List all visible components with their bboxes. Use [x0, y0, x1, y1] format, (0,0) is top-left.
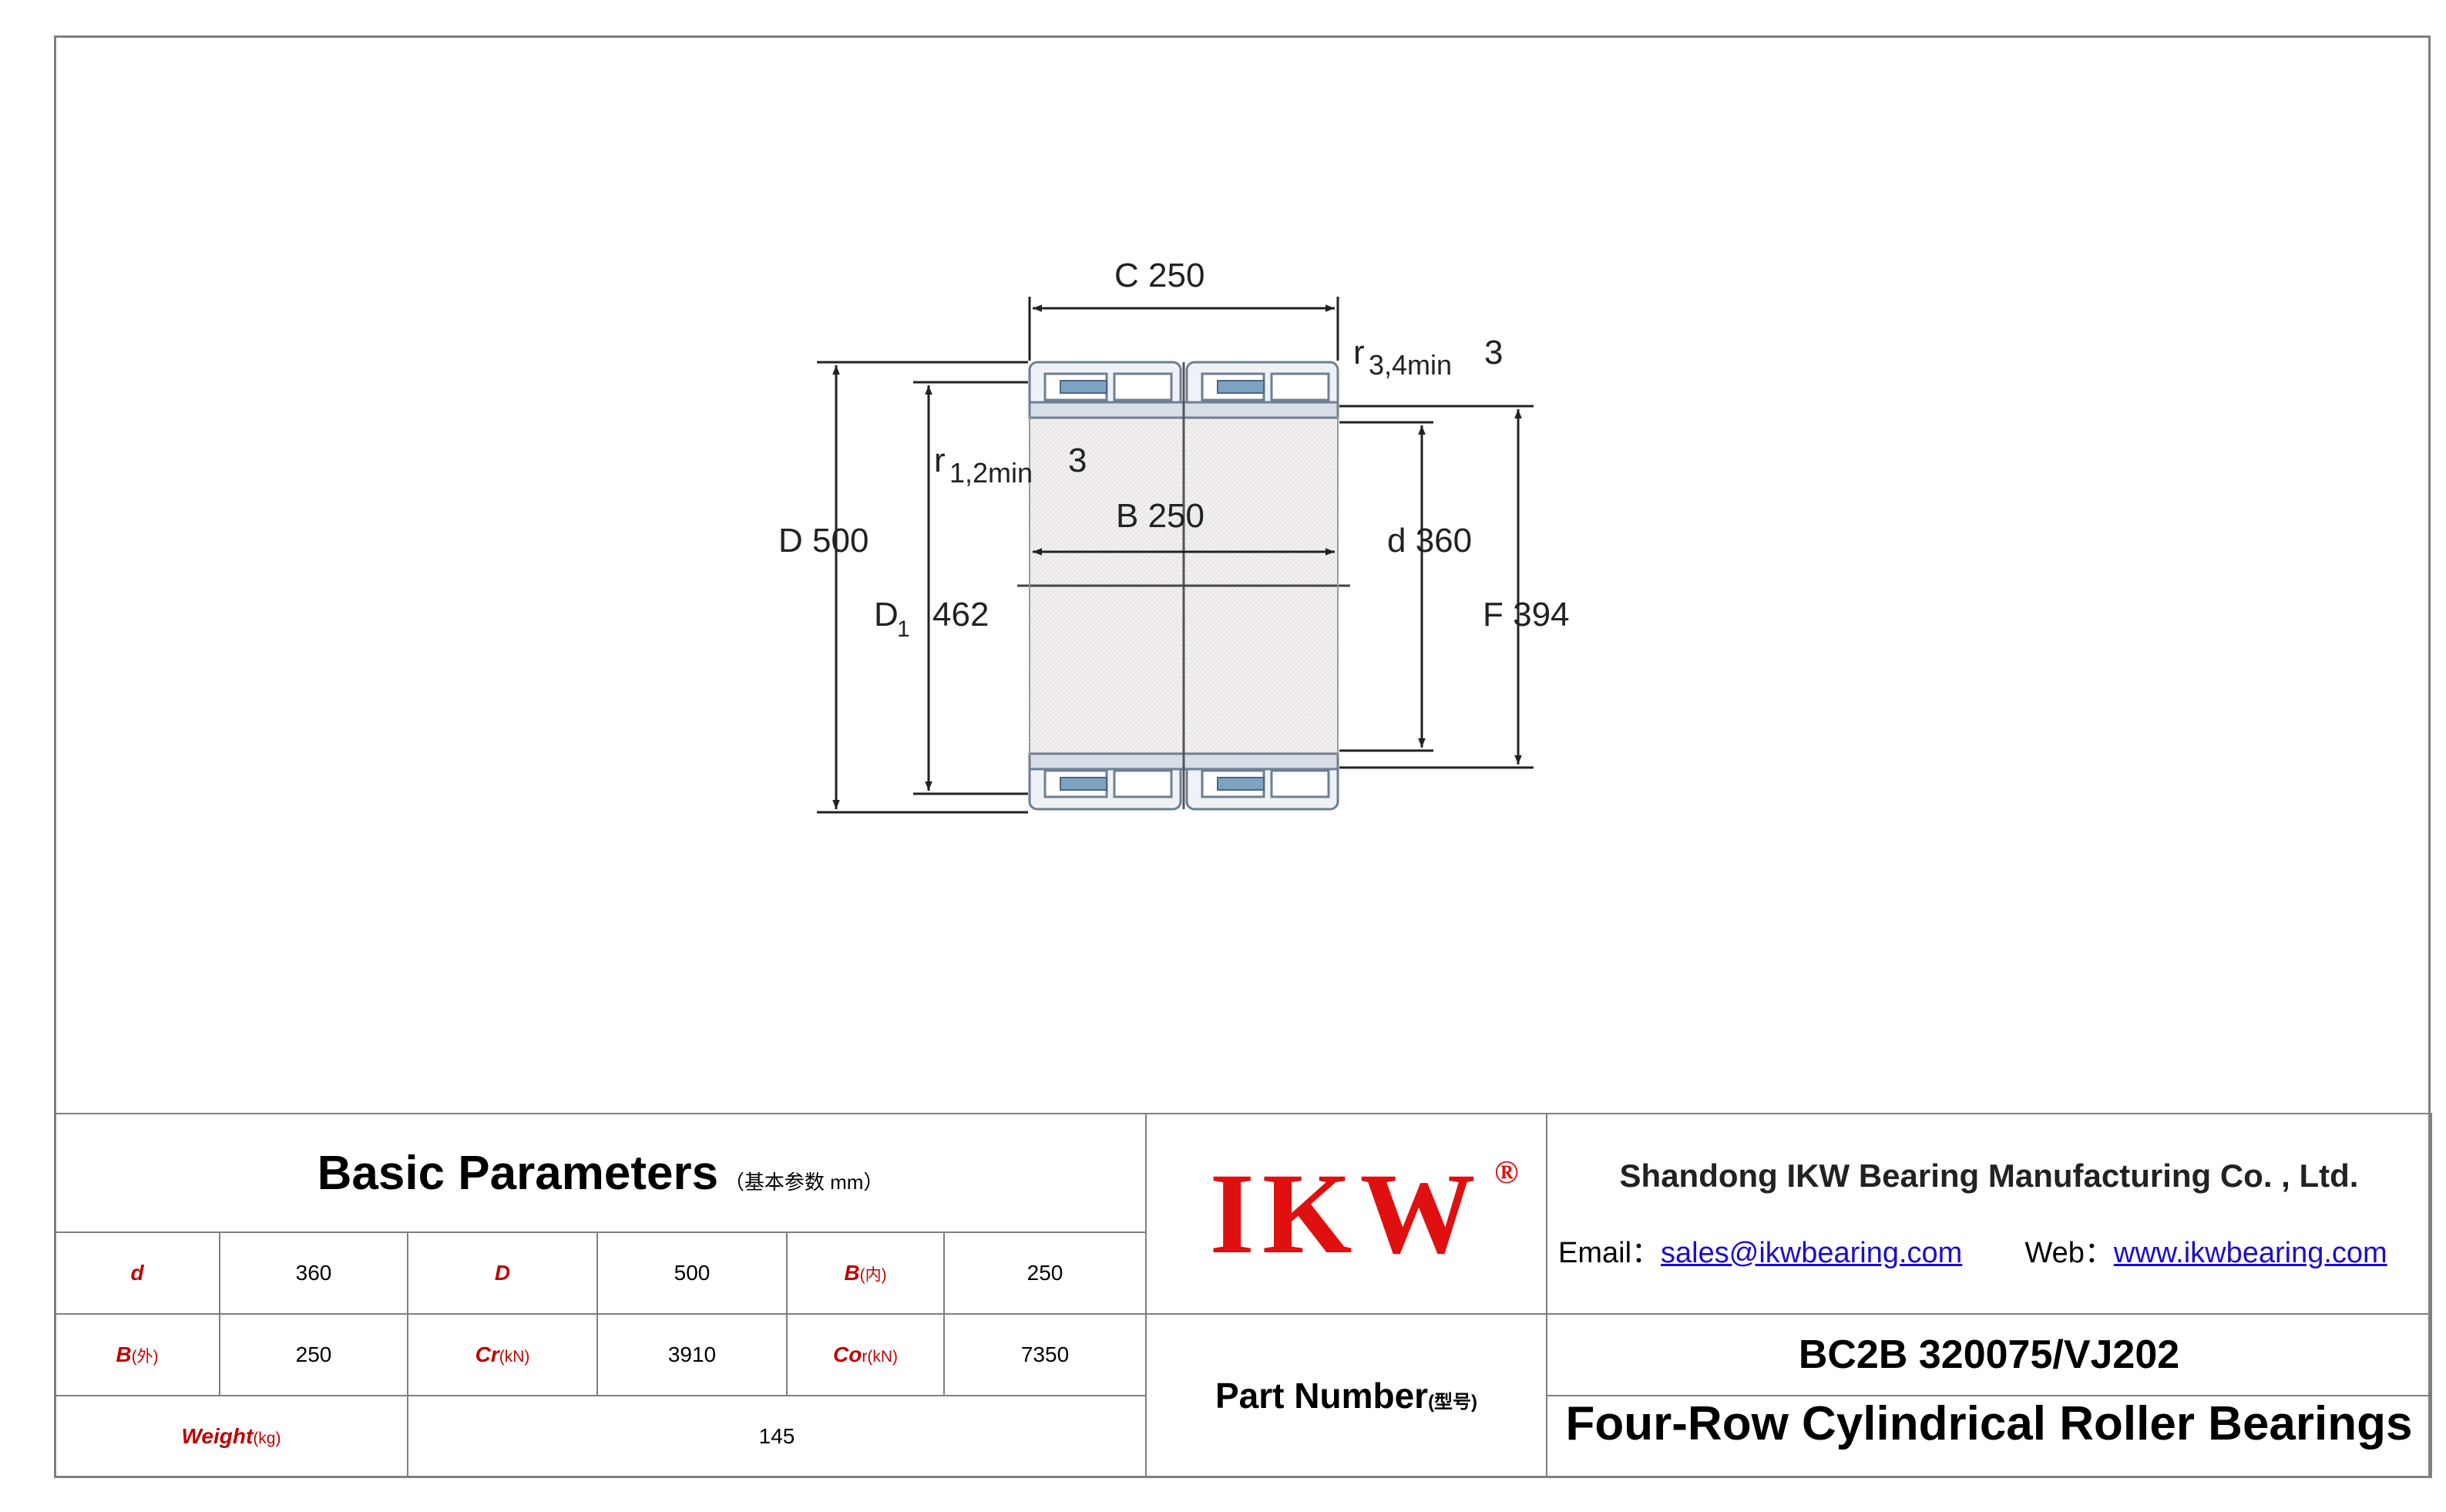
svg-text:3: 3	[1484, 334, 1503, 371]
param-d-value: 360	[219, 1231, 408, 1315]
basic-parameters-header: Basic Parameters （基本参数 mm）	[53, 1113, 1147, 1233]
basic-parameters-title: Basic Parameters	[317, 1146, 719, 1200]
web-label: Web：	[2024, 1236, 2114, 1269]
dim-d-label: d 360	[1387, 522, 1472, 559]
svg-text:r: r	[1353, 334, 1365, 371]
param-Cr-label: Cr(kN)	[475, 1342, 530, 1366]
param-B-inner-value: 250	[942, 1231, 1147, 1315]
dim-r34-label: r 3,4min 3	[1353, 334, 1503, 381]
svg-text:r: r	[934, 442, 946, 479]
web-link[interactable]: www.ikwbearing.com	[2113, 1236, 2387, 1269]
param-B-inner-label: B(内)	[844, 1261, 887, 1285]
part-number-cell: BC2B 320075/VJ202	[1546, 1313, 2433, 1396]
part-number-label-cell: Part Number(型号)	[1145, 1313, 1548, 1478]
product-type: Four-Row Cylindrical Roller Bearings	[1565, 1397, 2413, 1450]
param-D-value: 500	[596, 1231, 788, 1315]
dimension-lines	[817, 297, 1534, 814]
param-D-label: D	[494, 1261, 511, 1285]
param-B-outer-label: B(外)	[116, 1342, 159, 1366]
svg-text:1,2min: 1,2min	[949, 457, 1033, 489]
part-number-label: Part Number(型号)	[1215, 1376, 1478, 1416]
svg-text:1: 1	[897, 617, 910, 642]
bearing-cross-section	[1017, 361, 1350, 811]
svg-text:3,4min: 3,4min	[1369, 349, 1452, 381]
dim-F-label: F 394	[1483, 596, 1570, 633]
svg-text:D: D	[874, 596, 899, 633]
dim-B-label: B 250	[1116, 497, 1205, 535]
specification-table: Basic Parameters （基本参数 mm） IKW® Shandong…	[53, 1113, 2433, 1478]
dim-D1-label: D 1 462	[874, 596, 989, 642]
bearing-technical-drawing: C 250 B 250 D 500 d 360 F 394 D 1 462 r …	[778, 257, 1570, 814]
dim-D-label: D 500	[778, 522, 869, 559]
company-cell: Shandong IKW Bearing Manufacturing Co. ,…	[1546, 1113, 2433, 1315]
email-label: Email：	[1558, 1236, 1661, 1269]
param-Cr-value: 3910	[596, 1313, 788, 1396]
svg-text:3: 3	[1068, 442, 1087, 479]
company-name: Shandong IKW Bearing Manufacturing Co. ,…	[1619, 1157, 2359, 1194]
email-link[interactable]: sales@ikwbearing.com	[1661, 1236, 1963, 1269]
param-d-label: d	[130, 1261, 144, 1285]
product-type-cell: Four-Row Cylindrical Roller Bearings	[1546, 1396, 2433, 1478]
logo-cell: IKW®	[1145, 1113, 1548, 1315]
param-B-outer-value: 250	[219, 1313, 408, 1396]
param-Cor-label: Cor(kN)	[833, 1342, 898, 1366]
dim-r12-label: r 1,2min 3	[934, 442, 1087, 489]
svg-text:462: 462	[932, 596, 989, 633]
ikw-logo: IKW®	[1209, 1150, 1519, 1278]
param-weight-value: 145	[406, 1395, 1147, 1478]
dim-C-label: C 250	[1114, 257, 1205, 294]
part-number-value: BC2B 320075/VJ202	[1798, 1332, 2180, 1377]
param-Cor-value: 7350	[942, 1313, 1147, 1396]
contact-line: Email：sales@ikwbearing.com Web：www.ikwbe…	[1547, 1228, 2431, 1271]
basic-parameters-subtitle: （基本参数 mm）	[724, 1170, 884, 1194]
param-weight-label: Weight(kg)	[181, 1424, 281, 1448]
